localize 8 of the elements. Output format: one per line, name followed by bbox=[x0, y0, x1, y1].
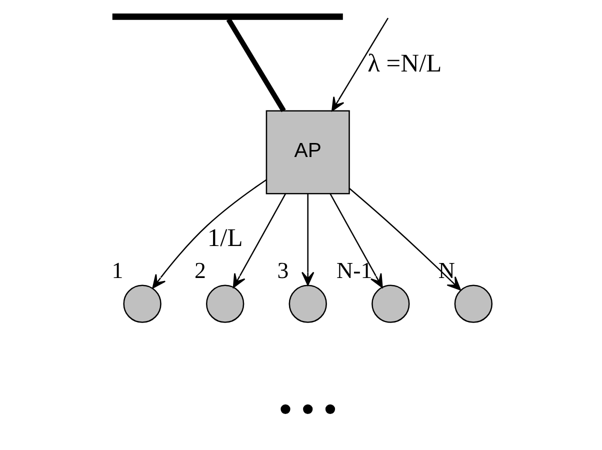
node-label: 3 bbox=[276, 258, 288, 283]
label: • • • bbox=[278, 388, 336, 428]
edge-label: λ =N/L bbox=[367, 48, 442, 77]
node-label: 1 bbox=[111, 258, 123, 283]
node-label: 2 bbox=[194, 258, 206, 283]
node-label: N bbox=[438, 258, 454, 283]
edge-label: 1/L bbox=[206, 222, 242, 252]
node-label: N-1 bbox=[336, 258, 372, 283]
